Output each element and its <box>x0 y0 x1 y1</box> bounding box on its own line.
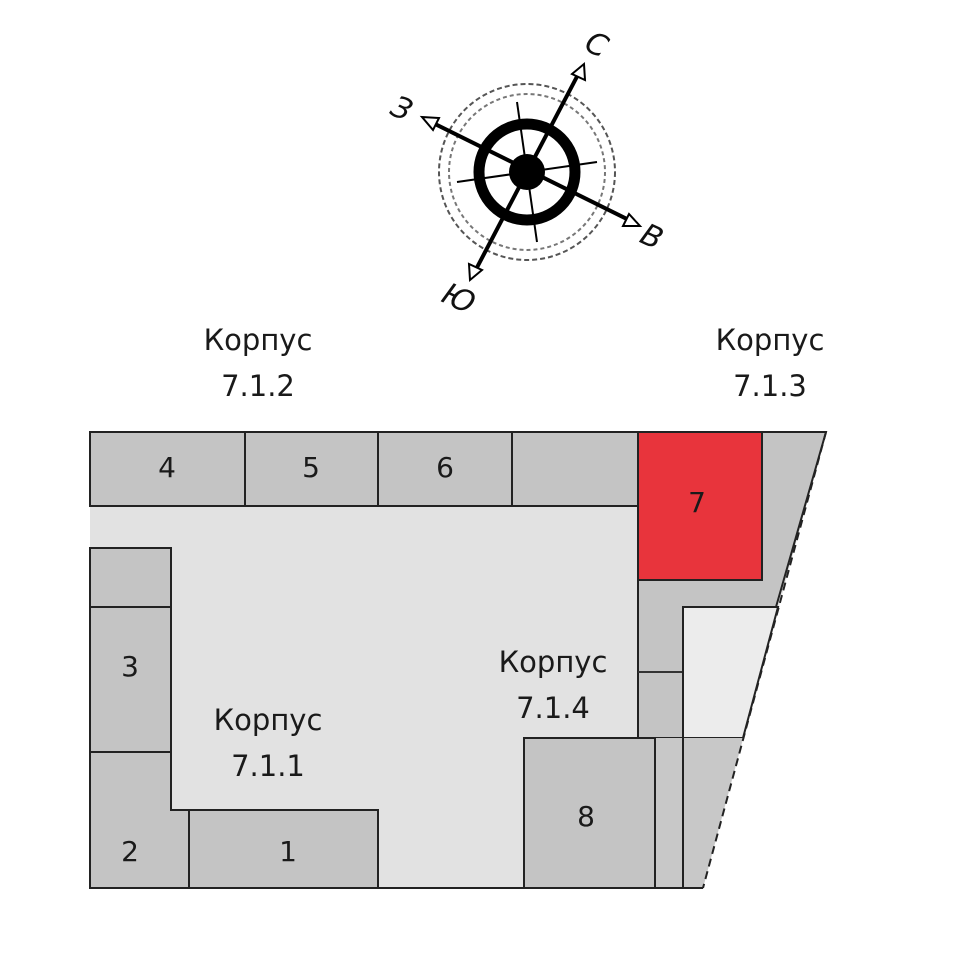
section-3-label: 3 <box>121 650 139 683</box>
building-label-7-1-3: Корпус 7.1.3 <box>716 323 825 403</box>
section-8-label: 8 <box>577 800 595 833</box>
svg-text:7.1.2: 7.1.2 <box>221 369 295 403</box>
compass-north-label: С <box>580 25 614 66</box>
section-strip-southeast[interactable] <box>655 738 743 888</box>
svg-text:7.1.1: 7.1.1 <box>231 749 305 783</box>
svg-text:Корпус: Корпус <box>499 645 608 679</box>
section-1-label: 1 <box>279 835 297 868</box>
section-7-selected[interactable] <box>637 431 763 581</box>
svg-text:Корпус: Корпус <box>214 703 323 737</box>
section-4-label: 4 <box>158 451 176 484</box>
svg-text:7.1.3: 7.1.3 <box>733 369 807 403</box>
svg-text:Корпус: Корпус <box>204 323 313 357</box>
svg-text:7.1.4: 7.1.4 <box>516 691 590 725</box>
section-unnumbered-west[interactable] <box>89 547 172 608</box>
building-label-7-1-2: Корпус 7.1.2 <box>204 323 313 403</box>
section-4[interactable] <box>89 431 246 507</box>
section-2-label: 2 <box>121 835 139 868</box>
compass-rose-icon <box>419 61 643 283</box>
compass-south-label: Ю <box>436 276 480 321</box>
compass-west-label: З <box>385 89 417 129</box>
section-3[interactable] <box>89 606 172 753</box>
section-8[interactable] <box>523 737 656 889</box>
compass-east-label: В <box>635 217 668 257</box>
section-5[interactable] <box>244 431 379 507</box>
section-1[interactable] <box>188 809 379 889</box>
section-6[interactable] <box>377 431 513 507</box>
section-unnumbered-north[interactable] <box>511 431 639 507</box>
section-7-label: 7 <box>688 486 706 519</box>
section-6-label: 6 <box>436 451 454 484</box>
courtyard-east <box>682 606 780 739</box>
svg-text:Корпус: Корпус <box>716 323 825 357</box>
section-5-label: 5 <box>302 451 320 484</box>
building-label-7-1-1: Корпус 7.1.1 <box>214 703 323 783</box>
building-label-7-1-4: Корпус 7.1.4 <box>499 645 608 725</box>
